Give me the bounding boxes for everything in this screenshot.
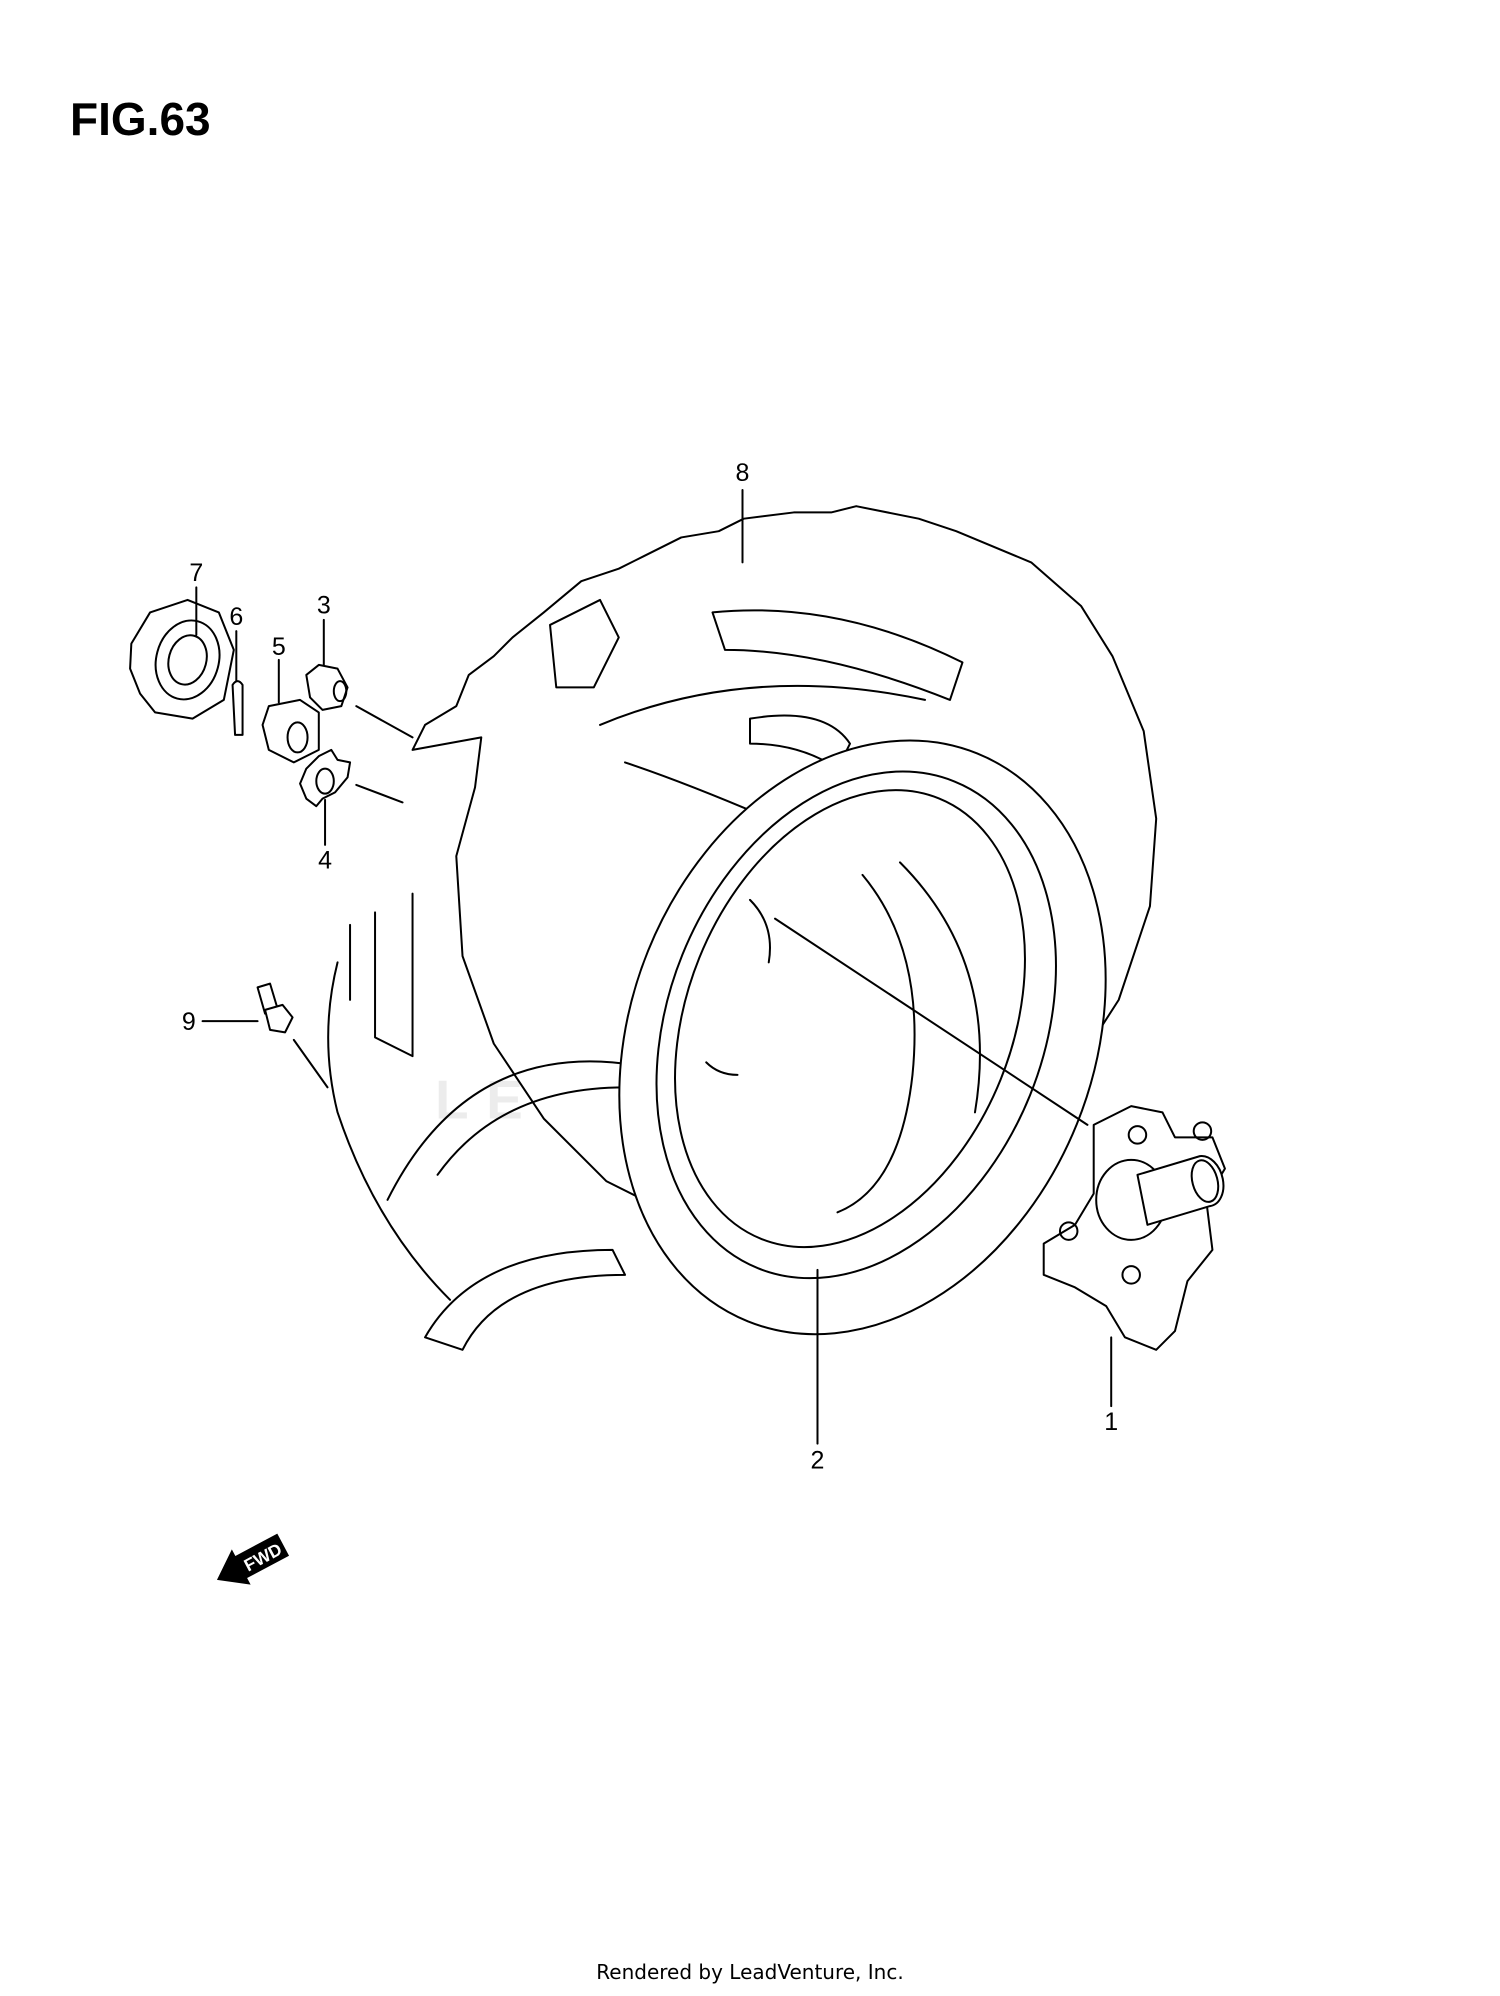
stud-hole [1192,1121,1213,1141]
tire-assembly[interactable] [327,505,1191,1408]
tire-sidewall [618,739,1107,1336]
callout-3: 3 [317,592,331,620]
fwd-label: FWD [241,1539,286,1575]
hub-spindle [1136,1155,1225,1226]
valve-stem[interactable] [256,982,294,1034]
wheel-hub[interactable] [1042,1105,1226,1351]
rim-detail [705,898,771,1076]
tread-block [549,598,620,689]
callout-2: 2 [811,1447,825,1475]
figure-title: FIG.63 [70,93,211,145]
rim-outer [655,770,1057,1280]
leader-lines [195,488,1113,1445]
lock-washer[interactable] [299,748,352,808]
tread-block [711,609,964,701]
callout-7: 7 [189,559,203,587]
hub-cap[interactable] [129,598,235,720]
rim-well [898,861,981,1114]
tread-block [424,1248,627,1351]
stud-hole [1127,1125,1148,1145]
callout-9: 9 [182,1008,196,1036]
tire-shoulder [327,961,452,1301]
callout-1: 1 [1104,1408,1118,1436]
rim-well [836,873,916,1214]
stud-hole [1121,1265,1141,1285]
stud-hole [1058,1221,1079,1241]
spindle-bore [1190,1159,1220,1203]
rim-inner [674,789,1026,1249]
callout-8: 8 [736,459,750,487]
tread-block [436,1086,627,1176]
castle-nut[interactable] [261,698,320,764]
callout-5: 5 [272,633,286,661]
forward-arrow-icon: FWD [216,1533,290,1585]
footer-credit: Rendered by LeadVenture, Inc. [596,1960,904,1984]
tread-block [349,892,414,1058]
callout-6: 6 [229,603,243,631]
callout-4: 4 [318,847,332,875]
wheel-nut[interactable] [305,663,349,711]
tread-groove [599,684,926,726]
cotter-pin[interactable] [231,680,244,736]
